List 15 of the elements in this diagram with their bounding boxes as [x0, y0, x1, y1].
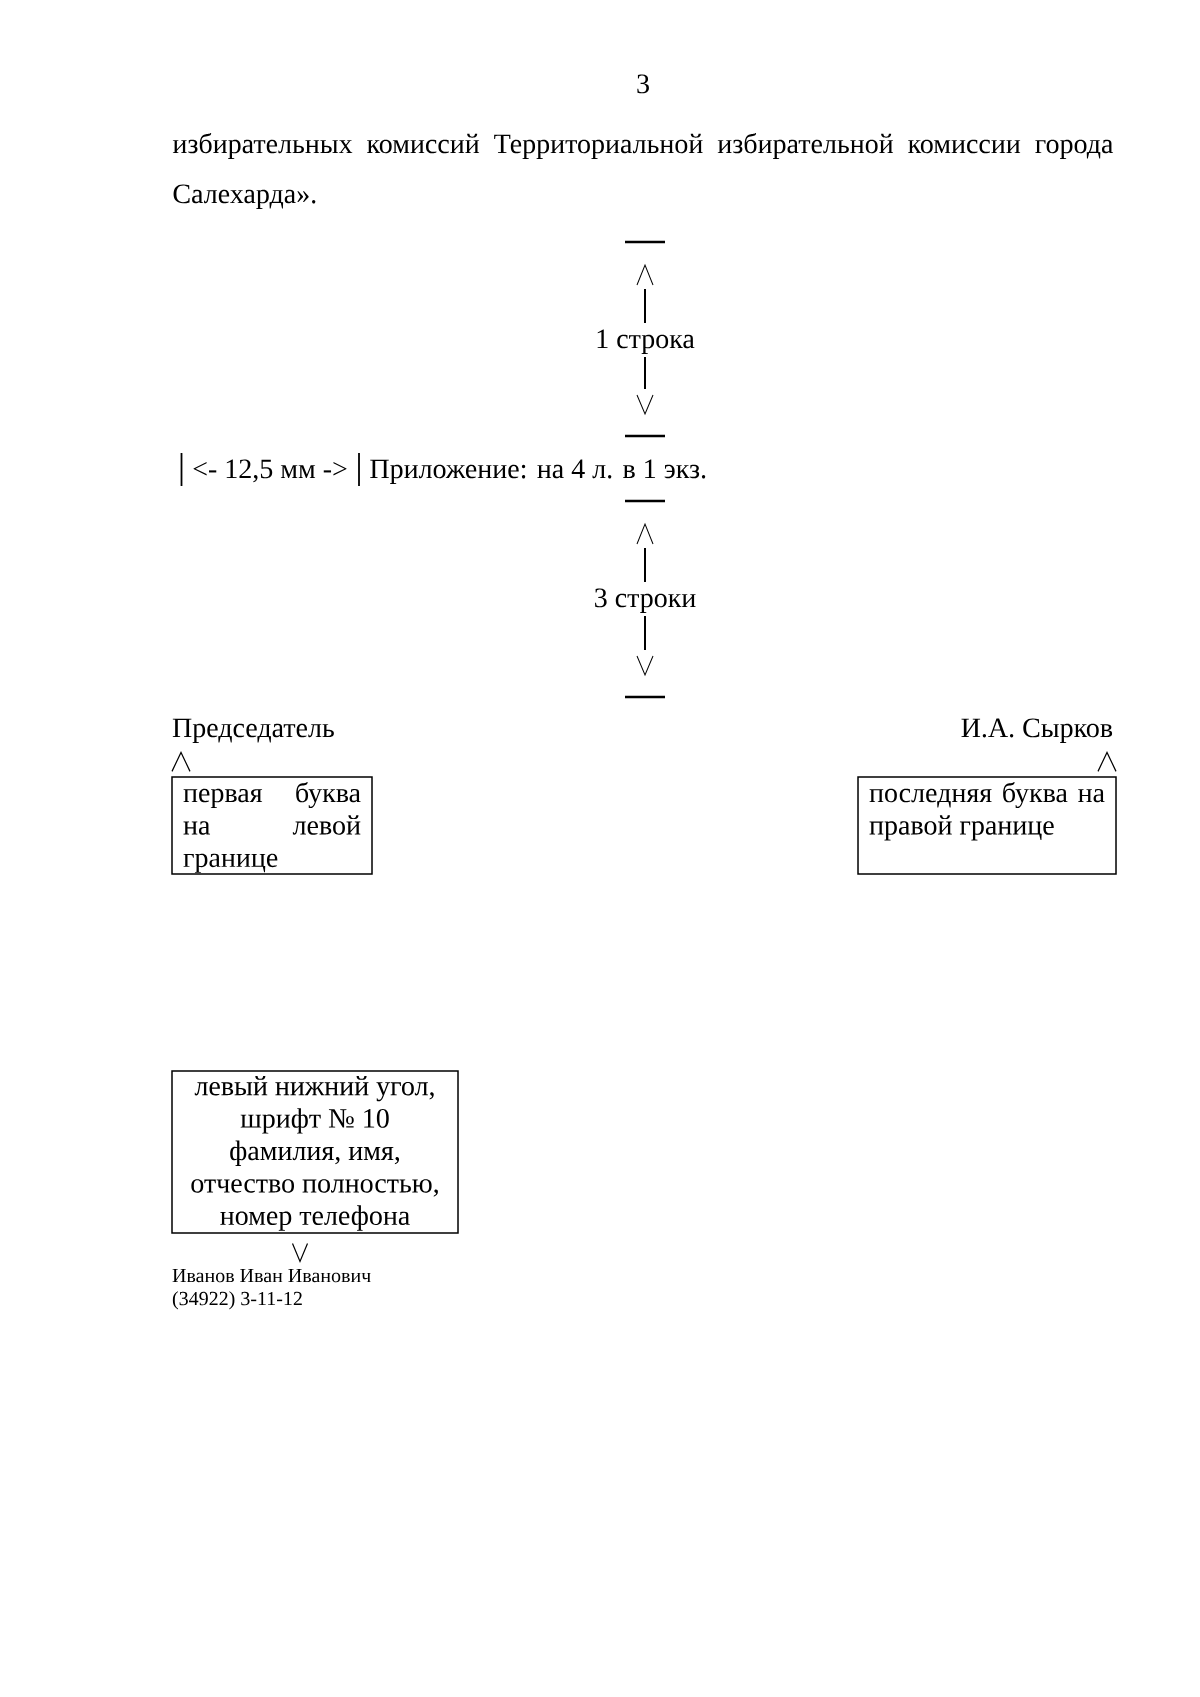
note-box: левый нижний угол, шрифт № 10 фамилия, имя, отчество полностью, номер телефона	[171, 1070, 459, 1234]
note-box: последняя буква на правой границе	[857, 776, 1117, 875]
pointer-arrow	[171, 750, 191, 772]
dimension-label: <- 12,5 мм ->	[193, 459, 347, 483]
note-box: первая буква на левой границе	[171, 776, 373, 875]
dimension-label: 1 строка	[597, 329, 695, 354]
pointer-arrow	[1097, 750, 1117, 772]
dimension-label: 3 строки	[595, 588, 696, 613]
contact-text: Иванов Иван Иванович (34922) 3-11-12	[172, 1269, 371, 1310]
pointer-arrow	[291, 1242, 309, 1263]
position-title: Председатель	[172, 718, 334, 743]
attachment-note: Приложение: на 4 л. в 1 экз.	[370, 459, 706, 484]
body-text: избирательных комиссий Территориальной избирательной комиссии города Салехарда».	[172, 132, 1114, 209]
page-number: 3	[637, 74, 649, 94]
signatory-name: И.А. Сырков	[961, 718, 1113, 743]
